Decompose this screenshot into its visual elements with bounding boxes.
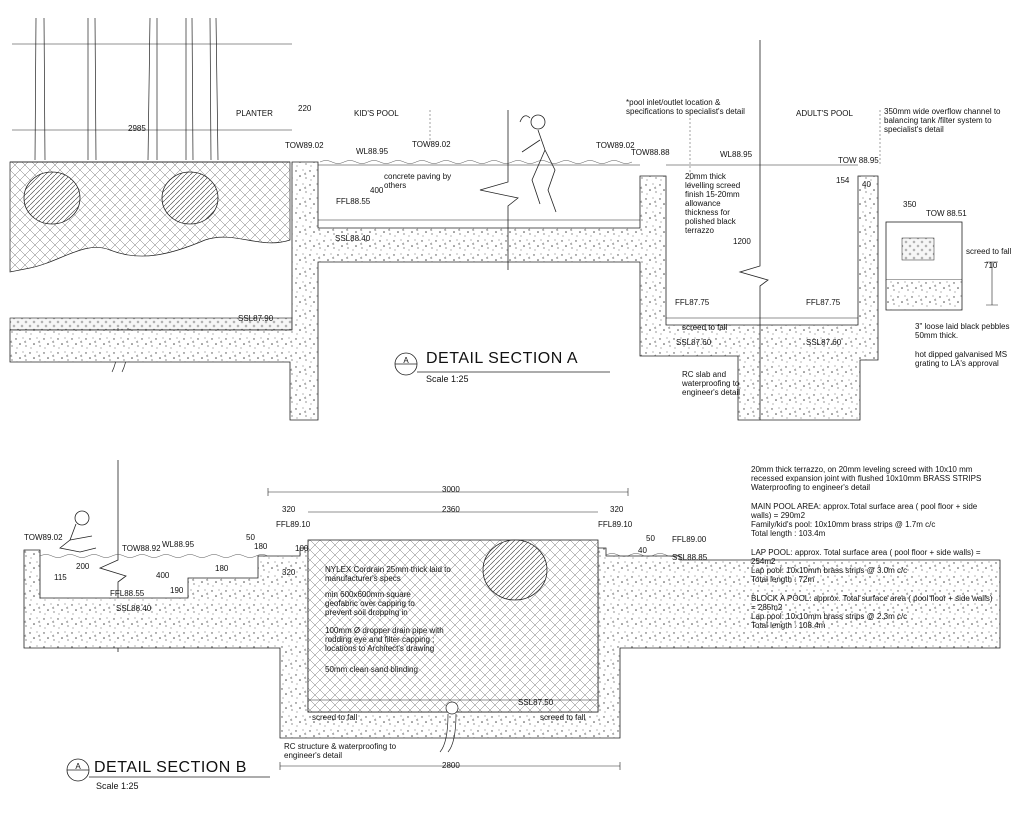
screed-to-fall-b: screed to fall [966, 247, 1012, 256]
dim-180-a: 180 [215, 564, 229, 573]
level-ffl-87-75-a: FFL87.75 [675, 298, 710, 307]
dim-115: 115 [54, 573, 67, 582]
level-ffl-88-55: FFL88.55 [110, 589, 145, 598]
dim-100: 100 [295, 544, 309, 553]
level-tow-88-88: TOW88.88 [631, 148, 670, 157]
note-sand-blinding: 50mm clean sand blinding [325, 665, 418, 674]
note-dropper-drain: 100mm Ø dropper drain pipe with rodding … [325, 626, 444, 653]
level-ssl-87-60-a: SSL87.60 [676, 338, 712, 347]
screed-to-fall-b: screed to fall [540, 713, 586, 722]
level-wl-88-95-b: WL88.95 [720, 150, 753, 159]
note-geofabric: min 600x600mm square geofabric over capp… [325, 590, 415, 617]
level-wl-88-95: WL88.95 [162, 540, 195, 549]
level-ffl-89-10-a: FFL89.10 [276, 520, 311, 529]
section-b-scale: Scale 1:25 [96, 781, 139, 791]
dim-3000: 3000 [442, 485, 460, 494]
section-a-title: DETAIL SECTION A [426, 350, 579, 367]
dim-50-a: 50 [246, 533, 255, 542]
section-a-drawing [9, 17, 998, 421]
level-ssl-88-40: SSL88.40 [116, 604, 152, 613]
section-b-bubble-letter: A [75, 762, 81, 771]
level-ssl-88-85: SSL88.85 [672, 553, 708, 562]
planter-box [307, 539, 599, 713]
label-planter: PLANTER [236, 109, 273, 118]
dim-710: 710 [984, 261, 998, 270]
planter-soil [9, 161, 291, 273]
level-tow-89-02-a: TOW89.02 [285, 141, 324, 150]
level-tow-89-02-b: TOW89.02 [412, 140, 451, 149]
notes-main-pool: MAIN POOL AREA: approx.Total surface are… [751, 502, 978, 538]
label-adults-pool: ADULT'S POOL [796, 109, 853, 118]
level-tow-88-95: TOW 88.95 [838, 156, 879, 165]
note-black-pebbles: 3" loose laid black pebbles 50mm thick. [915, 322, 1010, 340]
dim-2985: 2985 [128, 124, 146, 133]
notes-terrazzo: 20mm thick terrazzo, on 20mm leveling sc… [751, 465, 982, 492]
section-b-drawing [23, 460, 1001, 782]
dim-2800: 2800 [442, 761, 460, 770]
level-ssl-87-90: SSL87.90 [238, 314, 274, 323]
dim-50-b: 50 [646, 534, 655, 543]
note-pool-inlet: *pool inlet/outlet location & specificat… [626, 98, 745, 116]
dim-1200: 1200 [733, 237, 751, 246]
dim-320-b: 320 [610, 505, 624, 514]
swimmer-figure [519, 114, 557, 213]
dim-2360: 2360 [442, 505, 460, 514]
level-ffl-87-75-b: FFL87.75 [806, 298, 841, 307]
boulder [23, 171, 81, 225]
note-rc-slab: RC slab and waterproofing to engineer's … [682, 370, 741, 397]
note-overflow-channel: 350mm wide overflow channel to balancing… [884, 107, 1001, 134]
dim-180-b: 180 [254, 542, 268, 551]
dim-320-a: 320 [282, 505, 296, 514]
screed-to-fall-a: screed to fall [682, 323, 728, 332]
screed-to-fall-a: screed to fall [312, 713, 358, 722]
level-ffl-89-10-b: FFL89.10 [598, 520, 633, 529]
section-b-title: DETAIL SECTION B [94, 759, 247, 776]
swimmer-figure [59, 510, 97, 553]
level-ssl-87-50: SSL87.50 [518, 698, 554, 707]
section-a-concrete [9, 161, 879, 421]
level-wl-88-95-a: WL88.95 [356, 147, 389, 156]
dim-320-c: 320 [282, 568, 296, 577]
note-terrazzo-finish: 20mm thick levelling screed finish 15-20… [685, 172, 741, 235]
note-concrete-paving: concrete paving by others [384, 172, 452, 190]
dim-40: 40 [638, 546, 647, 555]
section-a-bubble-letter: A [403, 356, 409, 365]
dim-200: 200 [76, 562, 90, 571]
boulder [161, 171, 219, 225]
planter-trees [34, 17, 219, 161]
dim-400: 400 [156, 571, 170, 580]
section-a-scale: Scale 1:25 [426, 374, 469, 384]
boulder [482, 539, 548, 601]
level-tow-88-51: TOW 88.51 [926, 209, 967, 218]
dim-40: 40 [862, 180, 871, 189]
level-ssl-88-40: SSL88.40 [335, 234, 371, 243]
notes-block-a-pool: BLOCK A POOL: approx. Total surface area… [751, 594, 993, 630]
label-kids-pool: KID'S POOL [354, 109, 399, 118]
dim-400: 400 [370, 186, 384, 195]
note-nylex-cordrain: NYLEX Cordrain 25mm thick laid to manufa… [325, 565, 451, 583]
level-ssl-87-60-b: SSL87.60 [806, 338, 842, 347]
note-rc-structure: RC structure & waterproofing to engineer… [284, 742, 397, 760]
dim-220: 220 [298, 104, 312, 113]
dim-350: 350 [903, 200, 917, 209]
level-tow-88-92: TOW88.92 [122, 544, 161, 553]
dim-154: 154 [836, 176, 850, 185]
level-ffl-89-00: FFL89.00 [672, 535, 707, 544]
dim-190: 190 [170, 586, 184, 595]
notes-lap-pool: LAP POOL: approx. Total surface area ( p… [751, 548, 981, 584]
general-notes: 20mm thick terrazzo, on 20mm leveling sc… [751, 465, 1023, 640]
level-ffl-88-55: FFL88.55 [336, 197, 371, 206]
level-tow-89-02: TOW89.02 [24, 533, 63, 542]
note-ms-grating: hot dipped galvanised MS grating to LA's… [915, 350, 1008, 368]
level-tow-89-02-c: TOW89.02 [596, 141, 635, 150]
